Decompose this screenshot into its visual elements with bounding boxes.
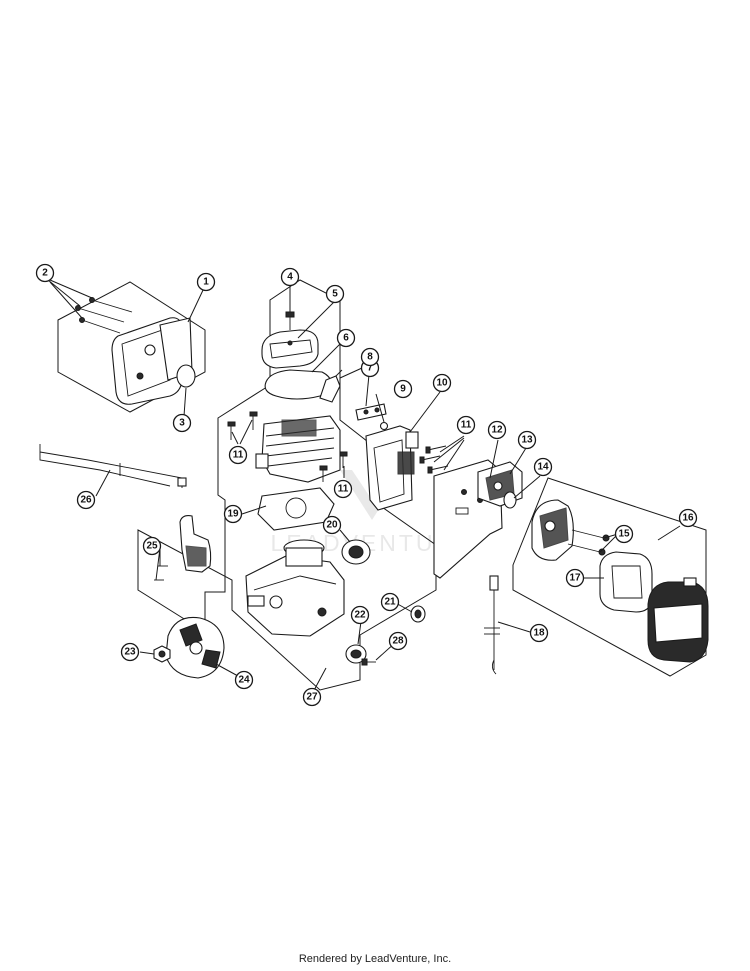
frame-muffler-group [57, 281, 206, 413]
callout-label: 28 [392, 636, 404, 647]
callout-14: 14 [533, 457, 553, 477]
part-washer-9 [379, 421, 389, 431]
part-bearing-22 [345, 644, 367, 664]
callout-21: 21 [380, 592, 400, 612]
callout-label: 20 [326, 520, 338, 531]
callout-label: 22 [354, 610, 366, 621]
callout-label: 3 [179, 418, 185, 429]
callout-label: 18 [533, 628, 545, 639]
callout-18: 18 [529, 623, 549, 643]
callout-label: 14 [537, 462, 549, 473]
callout-label: 21 [384, 597, 396, 608]
callout-label: 19 [227, 509, 239, 520]
part-screws-11-right [419, 445, 449, 474]
part-crankcase-27 [245, 539, 345, 637]
callout-label: 8 [367, 352, 373, 363]
part-plate-8 [355, 403, 387, 421]
callout-label: 13 [521, 435, 533, 446]
callout-3: 3 [172, 413, 192, 433]
callout-8: 8 [360, 347, 380, 367]
part-filter-17 [599, 551, 653, 613]
frame-air-filter-group [512, 477, 707, 677]
callout-13: 13 [517, 430, 537, 450]
callout-20: 20 [322, 515, 342, 535]
callout-label: 12 [491, 425, 503, 436]
part-seal-20 [341, 539, 371, 565]
callout-label: 10 [436, 378, 448, 389]
part-gasket-19 [257, 487, 335, 531]
callout-4: 4 [280, 267, 300, 287]
part-cable-18 [484, 575, 500, 675]
callout-11a: 11 [228, 445, 248, 465]
callout-1: 1 [196, 272, 216, 292]
part-screw-28 [361, 658, 376, 666]
footer-credit: Rendered by LeadVenture, Inc. [298, 953, 452, 965]
part-gasket-3 [176, 364, 196, 388]
callout-19: 19 [223, 504, 243, 524]
callout-label: 11 [233, 450, 244, 461]
callout-label: 1 [203, 277, 209, 288]
callout-label: 4 [287, 272, 293, 283]
callout-27: 27 [302, 687, 322, 707]
callout-12: 12 [487, 420, 507, 440]
callout-11c: 11 [456, 415, 476, 435]
part-screws-11-left [227, 411, 348, 482]
part-cylinder [255, 415, 341, 483]
callout-2: 2 [35, 263, 55, 283]
part-rod-26 [39, 444, 187, 488]
part-cover-16 [647, 577, 709, 663]
callout-28: 28 [388, 631, 408, 651]
callout-label: 23 [124, 647, 136, 658]
callout-25: 25 [142, 536, 162, 556]
callout-label: 27 [306, 692, 318, 703]
callout-label: 9 [400, 384, 406, 395]
callout-10: 10 [432, 373, 452, 393]
callout-label: 5 [332, 289, 338, 300]
part-bolts-2 [75, 297, 133, 334]
callout-label: 11 [461, 420, 472, 431]
callout-23: 23 [120, 642, 140, 662]
callout-label: 15 [618, 529, 630, 540]
callout-label: 6 [343, 333, 349, 344]
callout-9: 9 [393, 379, 413, 399]
part-screws-15 [567, 529, 610, 556]
callout-11b: 11 [333, 479, 353, 499]
callout-6: 6 [336, 328, 356, 348]
callout-label: 7 [367, 363, 373, 374]
callout-label: 2 [42, 268, 48, 279]
callout-22: 22 [350, 605, 370, 625]
callout-label: 25 [146, 541, 158, 552]
part-elbow-25 [154, 515, 212, 581]
callout-label: 11 [338, 484, 349, 495]
part-ignition-10 [365, 425, 419, 511]
callout-26: 26 [76, 490, 96, 510]
part-muffler-1 [111, 317, 193, 405]
callout-label: 24 [238, 675, 250, 686]
part-seal-21 [410, 605, 426, 623]
callout-label: 26 [80, 495, 92, 506]
callout-label: 17 [569, 573, 581, 584]
part-screw-4 [285, 311, 295, 330]
callout-label: 16 [682, 513, 694, 524]
part-housing-16 [531, 499, 574, 561]
leader-lines [47, 279, 681, 695]
callout-17: 17 [565, 568, 585, 588]
part-spark-plug-7 [319, 369, 343, 403]
part-oring-14 [503, 491, 517, 509]
callout-15: 15 [614, 524, 634, 544]
callout-24: 24 [234, 670, 254, 690]
part-nut-23 [153, 645, 171, 663]
callout-5: 5 [325, 284, 345, 304]
callout-16: 16 [678, 508, 698, 528]
part-clutch-24 [165, 616, 225, 679]
part-cover-5 [261, 329, 319, 369]
